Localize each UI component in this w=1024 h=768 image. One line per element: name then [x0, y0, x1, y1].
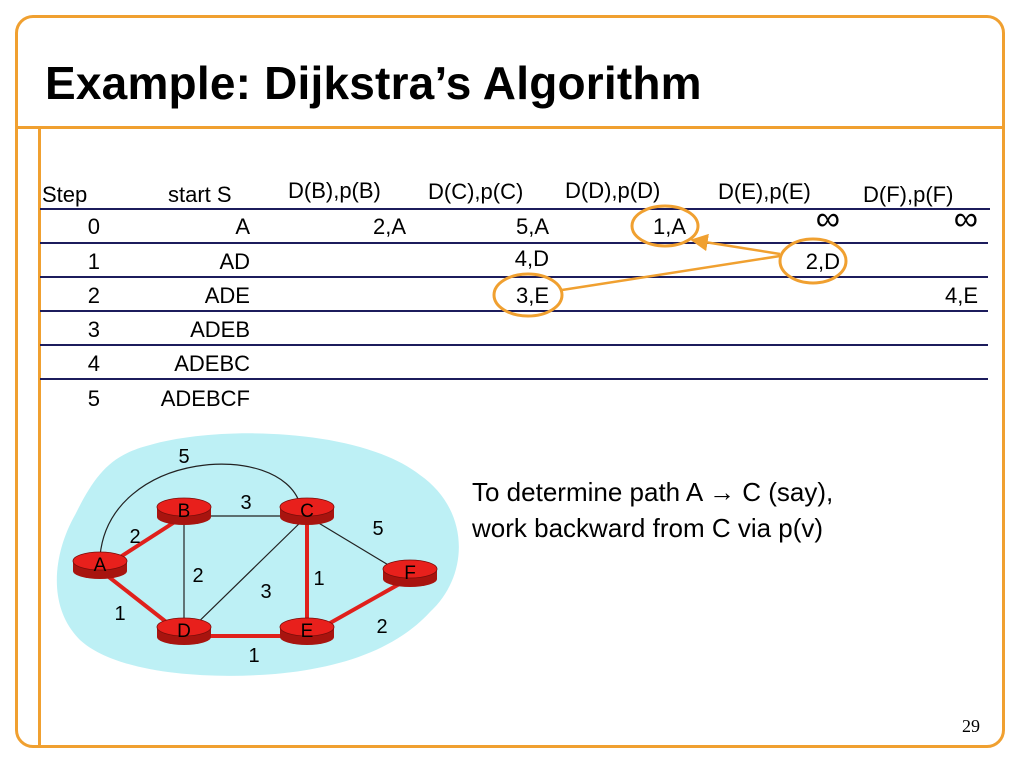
router-node-top: [156, 617, 212, 637]
path-note-line-2: work backward from C via p(v): [472, 513, 824, 543]
edge-weight: 1: [114, 603, 125, 625]
router-node-label: D: [177, 621, 191, 642]
router-node-label: B: [178, 501, 191, 522]
router-node-top: [279, 497, 335, 517]
header-col-d: D(D),p(D): [565, 178, 661, 203]
router-node-label: A: [94, 555, 107, 576]
edge-weight: 2: [376, 616, 387, 638]
edge-weight: 2: [129, 526, 140, 548]
table-rule: [40, 378, 988, 380]
graph-weights: 2 5 1 3 2 3 1 5 1 2: [114, 446, 387, 667]
edge-weight: 1: [313, 568, 324, 590]
row-step: 1: [87, 249, 100, 274]
row-set: ADEBC: [174, 351, 250, 376]
path-note: To determine path A → C (say), work back…: [472, 474, 833, 546]
row-set: A: [235, 214, 250, 239]
router-node-top: [382, 559, 438, 579]
table-cell: 2,A: [372, 214, 406, 239]
row-step: 0: [87, 214, 100, 239]
left-accent-bar: [38, 128, 41, 748]
slide-frame: [15, 15, 1005, 748]
header-col-b: D(B),p(B): [288, 178, 381, 203]
router-node-top: [72, 551, 128, 571]
table-cell: 4,D: [514, 246, 549, 271]
table-rule: [40, 344, 988, 346]
arrow-icon: →: [709, 477, 736, 507]
row-set: AD: [219, 249, 250, 274]
router-node-e: E: [279, 617, 335, 645]
row-set: ADE: [204, 283, 250, 308]
page-title: Example: Dijkstra’s Algorithm: [45, 57, 702, 109]
router-node-f: F: [382, 559, 438, 587]
router-node-label: F: [404, 563, 416, 584]
router-node-label: E: [301, 621, 314, 642]
router-node-top: [156, 497, 212, 517]
page-number: 29: [962, 716, 980, 736]
router-node-b: B: [156, 497, 212, 525]
header-col-e: D(E),p(E): [718, 179, 811, 204]
edge-weight: 5: [178, 446, 189, 468]
router-node-c: C: [279, 497, 335, 525]
table-rule: [40, 208, 990, 210]
router-node-d: D: [156, 617, 212, 645]
row-step: 2: [87, 283, 100, 308]
table-rule: [40, 242, 988, 244]
router-node-a: A: [72, 551, 128, 579]
header-start: start S: [168, 182, 232, 207]
table-cell: 4,E: [944, 283, 978, 308]
header-col-c: D(C),p(C): [428, 179, 524, 204]
header-col-f: D(F),p(F): [863, 182, 954, 207]
edge-weight: 3: [240, 492, 251, 514]
header-step: Step: [42, 182, 88, 207]
path-note-line-1: To determine path A → C (say),: [472, 477, 834, 507]
title-divider: [15, 126, 1005, 129]
edge-weight: 3: [260, 581, 271, 603]
edge-weight: 5: [372, 518, 383, 540]
row-step: 4: [87, 351, 100, 376]
edge-weight: 1: [248, 645, 259, 667]
row-set: ADEB: [190, 317, 250, 342]
row-set: ADEBCF: [160, 386, 250, 411]
edge-weight: 2: [192, 565, 203, 587]
table-cell: ∞: [815, 200, 840, 238]
edge-c-d: [183, 515, 308, 637]
router-node-label: C: [300, 501, 314, 522]
edge-a-c: [99, 463, 301, 557]
table-cell: ∞: [953, 200, 978, 238]
graph-nodes: A B C D E F: [72, 497, 438, 645]
row-step: 3: [87, 317, 100, 342]
table-cell: 5,A: [515, 214, 549, 239]
row-step: 5: [87, 386, 100, 411]
router-node-top: [279, 617, 335, 637]
